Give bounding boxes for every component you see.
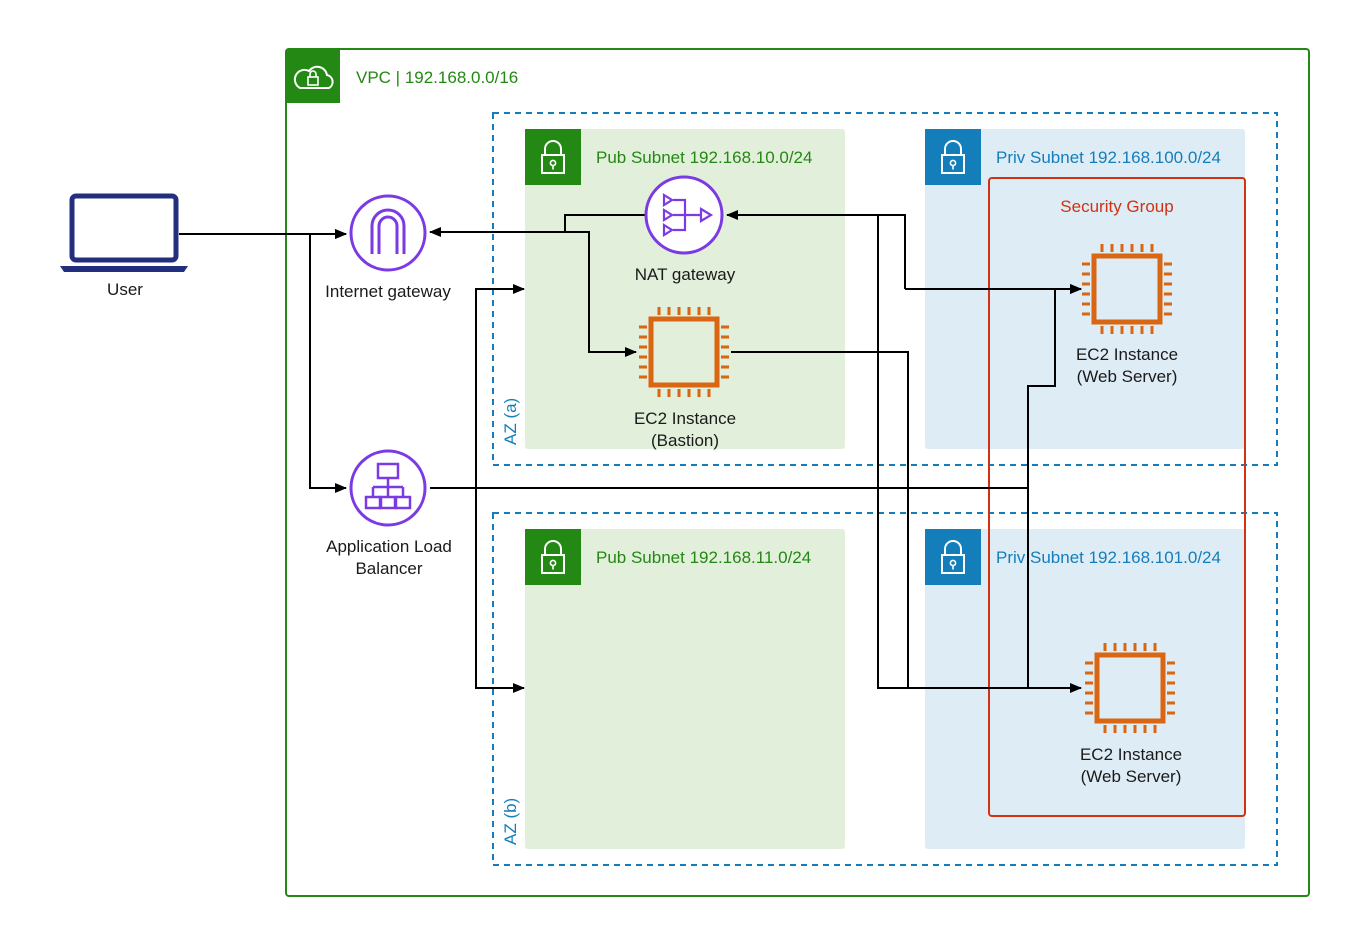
web-server-b-label-line2: (Web Server) <box>1081 767 1182 786</box>
edge-alb-to-pub-b <box>475 488 525 693</box>
vpc-label: VPC | 192.168.0.0/16 <box>356 68 518 87</box>
lock-icon <box>925 529 981 585</box>
edge-igw-alb-link <box>309 229 347 493</box>
edge-web-a-to-nat <box>726 210 906 289</box>
alb-label-line1: Application Load <box>326 537 452 556</box>
edge-web-b-to-nat <box>877 215 1081 689</box>
priv-subnet-a-label: Priv Subnet 192.168.100.0/24 <box>996 148 1221 167</box>
pub-subnet-a-label: Pub Subnet 192.168.10.0/24 <box>596 148 812 167</box>
user-label: User <box>107 280 143 299</box>
vpc-container <box>285 48 1310 897</box>
lock-icon <box>525 129 581 185</box>
az-b-label: AZ (b) <box>501 798 520 845</box>
nat-gateway-label: NAT gateway <box>635 265 736 284</box>
security-group-boundary <box>988 177 1246 817</box>
priv-subnet-a <box>925 129 1245 449</box>
az-a-label: AZ (a) <box>501 398 520 445</box>
nat-gateway-icon <box>644 175 724 255</box>
connections <box>179 210 1082 693</box>
bastion-label-line2: (Bastion) <box>651 431 719 450</box>
edge-alb-to-pub-a <box>475 284 525 488</box>
security-group-label: Security Group <box>1060 197 1173 216</box>
internet-gateway-label: Internet gateway <box>325 282 451 301</box>
bastion-label-line1: EC2 Instance <box>634 409 736 428</box>
priv-subnet-b-label: Priv Subnet 192.168.101.0/24 <box>996 548 1221 567</box>
internet-gateway-icon <box>349 194 427 272</box>
web-server-a-label-line2: (Web Server) <box>1077 367 1178 386</box>
priv-subnet-b <box>925 529 1245 849</box>
edge-igw-to-bastion <box>565 231 637 357</box>
lock-icon <box>925 129 981 185</box>
lock-icon <box>525 529 581 585</box>
web-server-a-label-line1: EC2 Instance <box>1076 345 1178 364</box>
pub-subnet-b <box>525 529 845 849</box>
alb-label-line2: Balancer <box>355 559 422 578</box>
vpc-cloud-icon <box>286 49 340 103</box>
edge-nat-to-igw <box>429 214 645 237</box>
edge-bastion-to-web-b <box>731 351 909 688</box>
web-server-b-label-line1: EC2 Instance <box>1080 745 1182 764</box>
laptop-icon <box>60 193 188 272</box>
load-balancer-icon <box>349 449 427 527</box>
pub-subnet-a <box>525 129 845 449</box>
pub-subnet-b-label: Pub Subnet 192.168.11.0/24 <box>596 548 811 567</box>
